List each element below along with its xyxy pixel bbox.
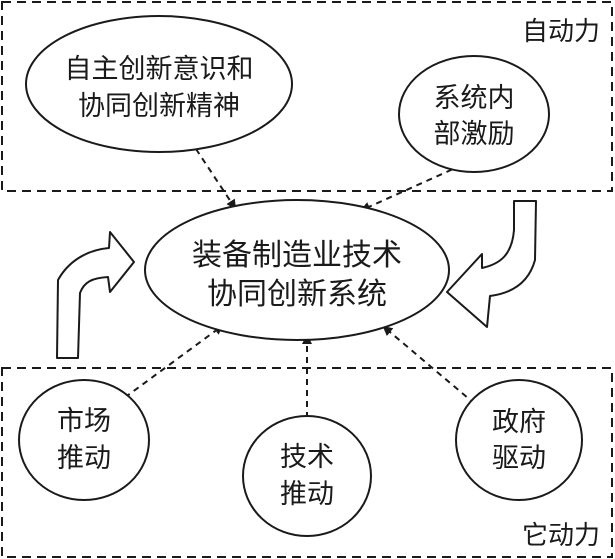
external-driving-force-label: 它动力 [522,521,600,551]
arrow-incentive-to-center [360,164,463,212]
collaborative-innovation-system-node [144,199,450,341]
arrow-spirit-to-center [195,148,237,210]
left-block-arrow [56,231,135,359]
internal-incentive-label-line1: 系统内 [434,83,515,114]
technology-push-label-line1: 技术 [280,442,334,473]
center-label-line1: 装备制造业技术 [192,238,402,273]
market-push-label-line2: 推动 [57,443,111,474]
technology-push-label-line2: 推动 [280,479,334,510]
government-drive-label-line1: 政府 [492,407,546,438]
self-driving-force-label: 自动力 [522,17,600,47]
technology-push-node [242,415,372,537]
arrow-gov-to-center [382,325,476,405]
self-driving-force-region [1,1,613,192]
market-push-label-line1: 市场 [57,406,111,437]
government-drive-label-line2: 驱动 [492,443,546,474]
innovation-spirit-label-line1: 自主创新意识和 [65,54,254,85]
innovation-spirit-node [25,15,293,153]
internal-incentive-node [398,55,550,173]
center-label-line2: 协同创新系统 [207,277,387,312]
right-block-arrow [446,200,537,328]
market-push-node [18,379,150,501]
innovation-spirit-label-line2: 协同创新精神 [78,91,240,122]
arrow-market-to-center [115,324,224,405]
government-drive-node [455,379,583,501]
internal-incentive-label-line2: 部激励 [434,119,515,150]
